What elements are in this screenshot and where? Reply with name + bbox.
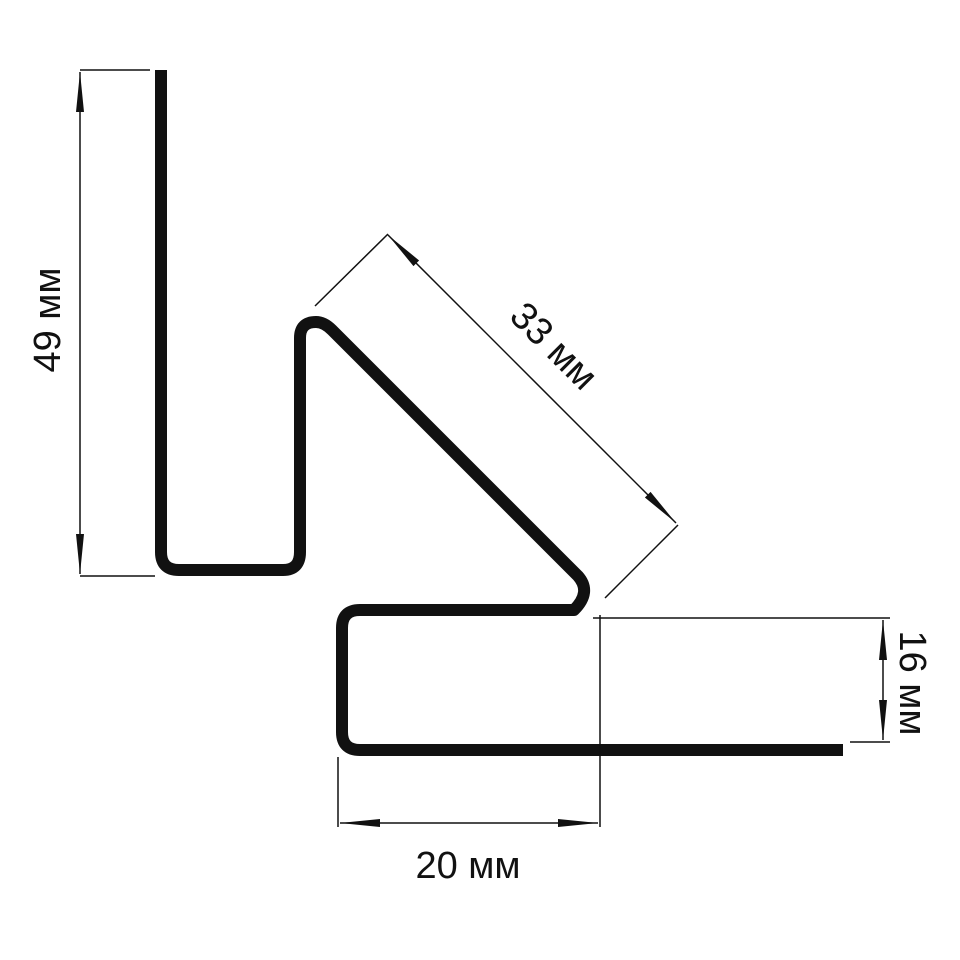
dimension-33mm — [314, 233, 679, 599]
label-49mm: 49 мм — [27, 267, 69, 372]
dimension-49mm — [76, 69, 155, 577]
label-33mm: 33 мм — [501, 295, 605, 399]
label-16mm: 16 мм — [891, 630, 933, 735]
dimension-20mm — [337, 615, 601, 827]
dimension-16mm — [593, 617, 890, 743]
metal-profile — [155, 70, 843, 756]
label-20mm: 20 мм — [415, 845, 520, 887]
